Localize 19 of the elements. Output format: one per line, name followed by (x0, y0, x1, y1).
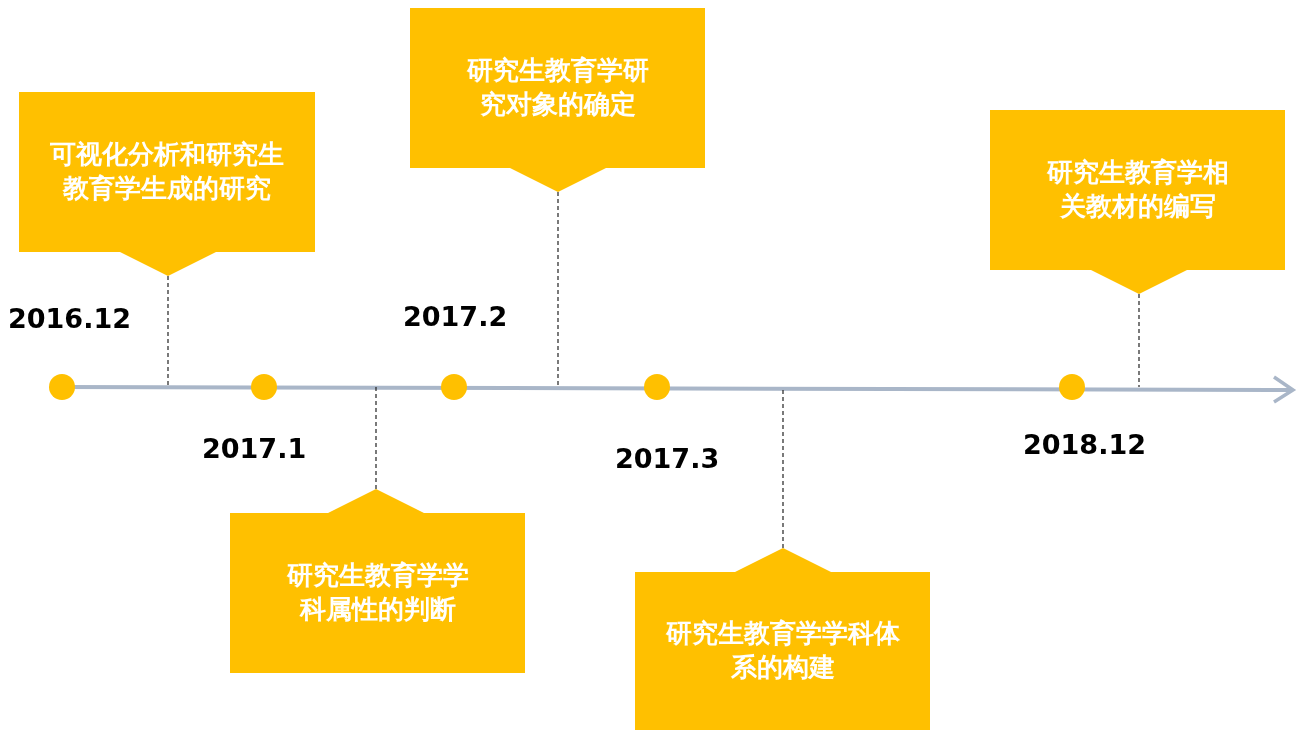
callout-text: 可视化分析和研究生教育学生成的研究 (49, 138, 285, 205)
leader-line (167, 275, 169, 388)
date-label: 2017.2 (403, 303, 508, 330)
leader-line (375, 386, 377, 490)
callout-box (635, 548, 930, 730)
callout-box (990, 110, 1285, 294)
date-label: 2016.12 (8, 305, 131, 332)
date-label: 2017.1 (202, 435, 307, 462)
callout-text: 研究生教育学学科体系的构建 (664, 617, 901, 684)
callout-text: 研究生教育学学科属性的判断 (285, 559, 470, 626)
date-label: 2017.3 (615, 445, 720, 472)
date-label: 2018.12 (1023, 431, 1146, 458)
callout-box (230, 489, 525, 673)
leader-line (1138, 293, 1140, 388)
callout-text: 研究生教育学研究对象的确定 (465, 54, 650, 121)
leader-line (557, 191, 559, 388)
callout-box (410, 8, 705, 192)
callout-box (19, 92, 315, 276)
callout-text: 研究生教育学相关教材的编写 (1045, 156, 1230, 223)
